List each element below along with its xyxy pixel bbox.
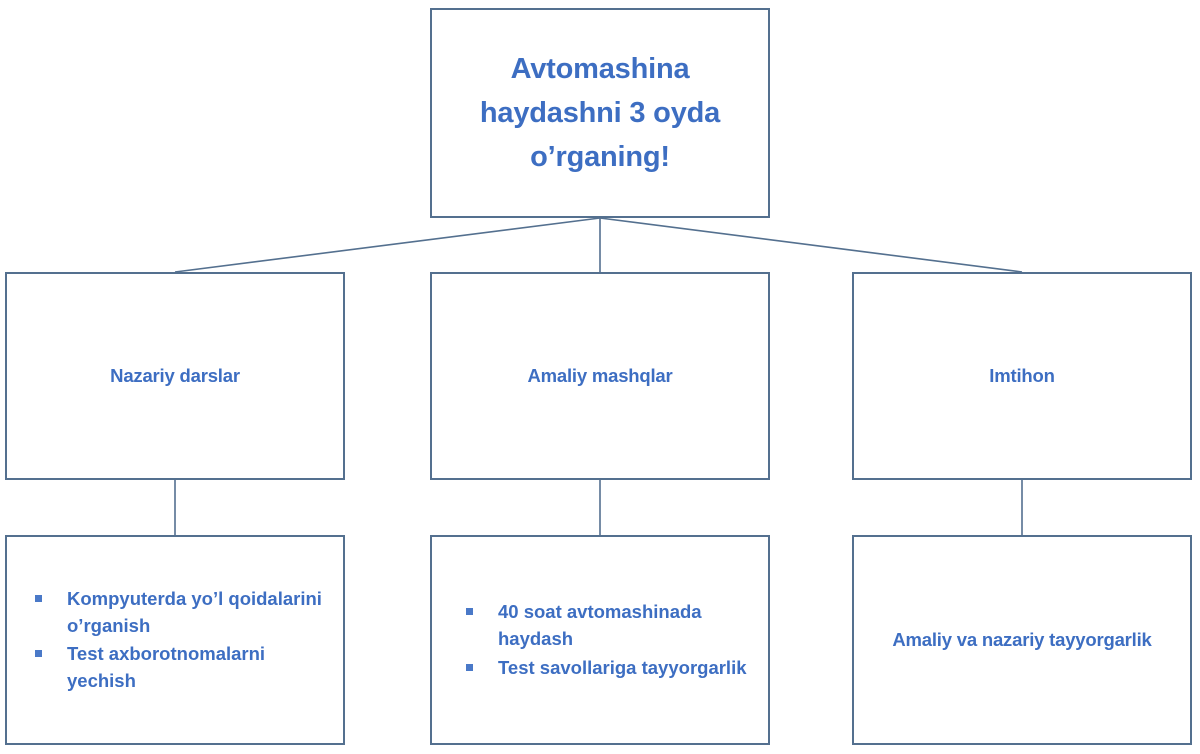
node-amaliy-mashqlar[interactable]: Amaliy mashqlar [430, 272, 770, 480]
list-item: Kompyuterda yo’l qoidalarini o’rganish [23, 585, 333, 639]
list-item: Test savollariga tayyorgarlik [454, 654, 758, 681]
node-amaliy-mashqlar-label: Amaliy mashqlar [527, 364, 673, 386]
list-item: 40 soat avtomashinada haydash [454, 598, 758, 652]
bullet-square-icon [466, 608, 473, 616]
list-item-label: 40 soat avtomashinada haydash [498, 601, 702, 650]
node-imtihon[interactable]: Imtihon [852, 272, 1192, 480]
list-item-label: Test savollariga tayyorgarlik [498, 656, 747, 678]
bullet-list-amaliy: 40 soat avtomashinada haydash Test savol… [432, 598, 768, 682]
node-root-label: Avtomashina haydashni 3 oyda o’rganing! [479, 52, 721, 174]
bullet-square-icon [35, 594, 42, 602]
node-imtihon-detail[interactable]: Amaliy va nazariy tayyorgarlik [852, 535, 1192, 745]
list-item: Test axborotnomalarni yechish [23, 640, 333, 694]
node-root[interactable]: Avtomashina haydashni 3 oyda o’rganing! [430, 8, 770, 218]
node-nazariy-darslar[interactable]: Nazariy darslar [5, 272, 345, 480]
node-nazariy-darslar-detail[interactable]: Kompyuterda yo’l qoidalarini o’rganish T… [5, 535, 345, 745]
bullet-square-icon [466, 663, 473, 671]
node-imtihon-label: Imtihon [989, 364, 1055, 386]
bullet-square-icon [35, 650, 42, 657]
node-imtihon-detail-label: Amaliy va nazariy tayyorgarlik [892, 628, 1152, 650]
connector-root-to-exam [599, 217, 1023, 273]
list-item-label: Kompyuterda yo’l qoidalarini o’rganish [67, 587, 322, 636]
bullet-list-nazariy: Kompyuterda yo’l qoidalarini o’rganish T… [7, 585, 343, 696]
node-nazariy-darslar-label: Nazariy darslar [110, 364, 240, 386]
list-item-label: Test axborotnomalarni yechish [67, 643, 266, 692]
node-amaliy-mashqlar-detail[interactable]: 40 soat avtomashinada haydash Test savol… [430, 535, 770, 745]
connector-root-to-theory [174, 217, 601, 273]
